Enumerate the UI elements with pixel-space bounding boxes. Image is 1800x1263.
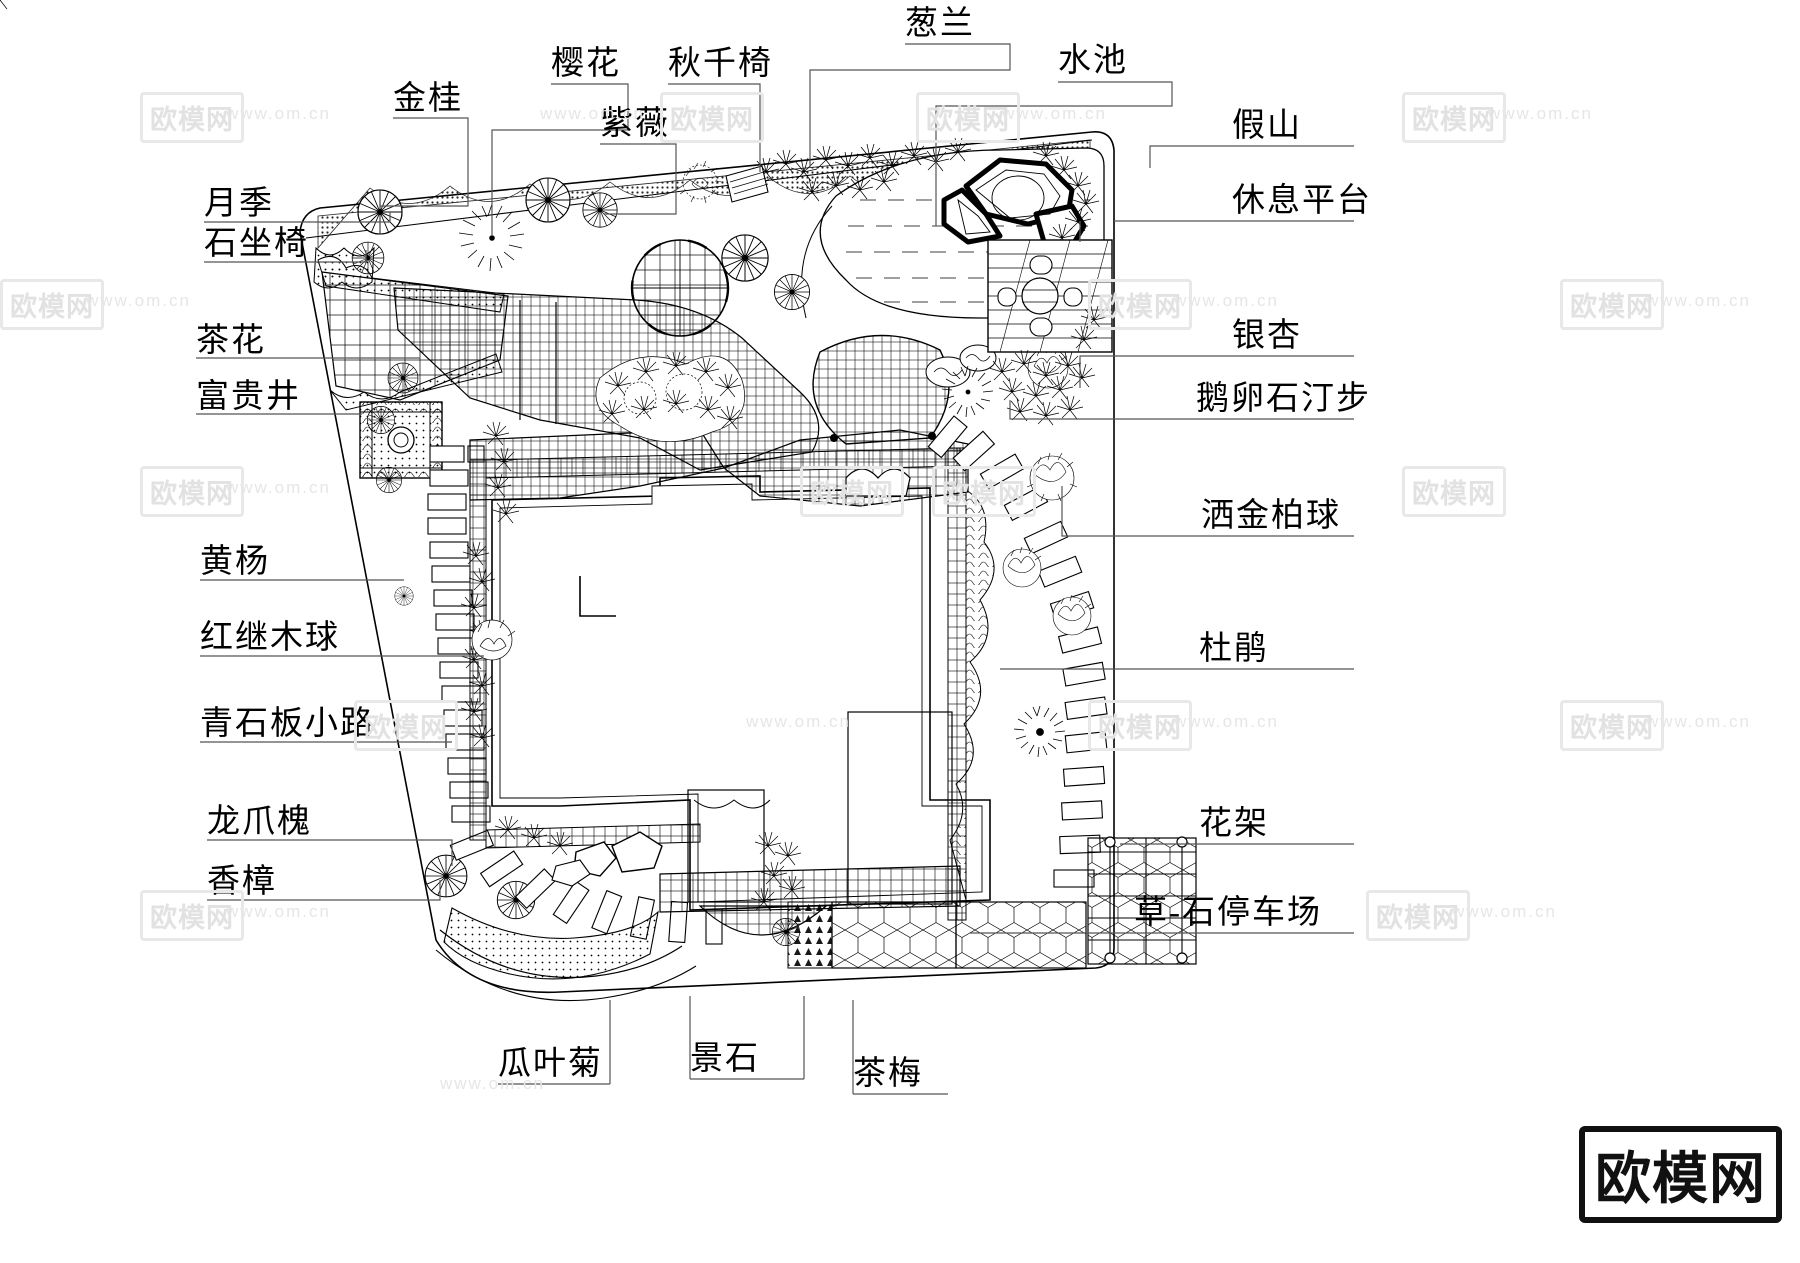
label-huangyang: 黄杨 (200, 544, 270, 580)
watermark-brand-box: 欧模网 (0, 279, 104, 330)
watermark-brand-box: 欧模网 (1366, 890, 1470, 941)
watermark-brand-box: 欧模网 (140, 890, 244, 941)
label-caoshitingchechang: 草-石停车场 (1134, 895, 1322, 931)
chahua-bed (313, 246, 375, 289)
brand-logo-text: 欧模网 (1595, 1147, 1766, 1210)
watermark-brand-box: 欧模网 (932, 466, 1036, 517)
label-sajinbaiqiu: 洒金柏球 (1201, 498, 1341, 534)
watermark-url: www.om.cn (1488, 104, 1593, 123)
brand-logo-box: 欧模网 (1579, 1126, 1782, 1223)
watermark-brand-box: 欧模网 (354, 700, 458, 751)
leader-lines (196, 43, 1354, 1095)
circular-plaza (630, 238, 730, 338)
label-xiuxipingtai: 休息平台 (1232, 183, 1372, 219)
watermark-brand-box: 欧模网 (1560, 700, 1664, 751)
watermark-brand-box: 欧模网 (1402, 92, 1506, 143)
watermark-brand-box: 欧模网 (800, 466, 904, 517)
flower-bed-sw (435, 907, 697, 1002)
cobble-stepping-stones (927, 415, 1108, 888)
watermark-url: www.om.cn (226, 104, 331, 123)
watermark-url: www.om.cn (86, 291, 191, 310)
watermark-brand-box: 欧模网 (660, 92, 764, 143)
label-chahua: 茶花 (196, 323, 266, 359)
watermark-url: www.om.cn (1002, 104, 1107, 123)
label-shizuoyi: 石坐椅 (204, 226, 309, 262)
label-guayeju: 瓜叶菊 (498, 1046, 603, 1082)
shrub-cluster-top (679, 160, 723, 204)
mound-planting (812, 334, 950, 497)
pergola (1087, 836, 1197, 965)
label-jingshi: 景石 (690, 1041, 760, 1077)
label-yinghua: 樱花 (551, 46, 621, 82)
watermark-url: www.om.cn (226, 478, 331, 497)
watermark-url: www.om.cn (1174, 291, 1279, 310)
brand-logo: 欧模网 (1579, 1126, 1782, 1223)
label-jingui: 金桂 (393, 81, 463, 117)
label-conglan: 葱兰 (905, 6, 975, 42)
entry-paving (659, 865, 961, 936)
label-longzhuahuai: 龙爪槐 (207, 804, 312, 840)
watermark-url: www.om.cn (1452, 902, 1557, 921)
watermark-url: www.om.cn (540, 104, 645, 123)
watermark-url: www.om.cn (440, 1074, 545, 1093)
label-dujuan: 杜鹃 (1199, 631, 1269, 667)
label-shuichi: 水池 (1058, 43, 1128, 79)
conglan-planting (0, 0, 8, 10)
east-grass-clump (941, 365, 1066, 758)
watermark-brand-box: 欧模网 (1402, 466, 1506, 517)
watermark-url: www.om.cn (1646, 712, 1751, 731)
label-yueji: 月季 (204, 186, 274, 222)
label-hongjimuqiu: 红继木球 (200, 620, 340, 656)
label-yinxing: 银杏 (1232, 318, 1302, 354)
watermark-brand-box: 欧模网 (1560, 279, 1664, 330)
watermark-url: www.om.cn (1646, 291, 1751, 310)
house-footprint (491, 475, 991, 911)
label-qiuqianyi: 秋千椅 (668, 46, 773, 82)
hongjimu-ball (471, 619, 516, 661)
label-fuguijing: 富贵井 (196, 379, 301, 415)
ornamental-grass (458, 203, 525, 272)
scenic-rocks (551, 831, 663, 887)
rockery-inner (957, 169, 1061, 235)
rest-platform (987, 239, 1113, 353)
label-eluanshitingbu: 鹅卵石汀步 (1196, 381, 1371, 417)
watermark-brand-box: 欧模网 (916, 92, 1020, 143)
watermark-url: www.om.cn (226, 902, 331, 921)
grass-stone-parking (787, 901, 1087, 969)
watermark-url: www.om.cn (1174, 712, 1279, 731)
fugui-well (359, 401, 443, 479)
watermark-brand-box: 欧模网 (140, 466, 244, 517)
watermark-brand-box: 欧模网 (1088, 279, 1192, 330)
label-huajia: 花架 (1199, 806, 1269, 842)
swing-chair (725, 165, 769, 203)
label-chamei: 茶梅 (853, 1056, 923, 1092)
label-ziwei: 紫薇 (600, 106, 670, 142)
watermark-brand-box: 欧模网 (1088, 700, 1192, 751)
watermark-url: www.om.cn (746, 712, 851, 731)
center-shrub-mass (595, 351, 746, 443)
azalea-mass (949, 489, 995, 901)
watermark-brand-box: 欧模网 (140, 92, 244, 143)
label-jiashan: 假山 (1232, 108, 1302, 144)
label-qingshibanxiaolu: 青石板小路 (200, 706, 375, 742)
cobble-circles (925, 344, 997, 388)
